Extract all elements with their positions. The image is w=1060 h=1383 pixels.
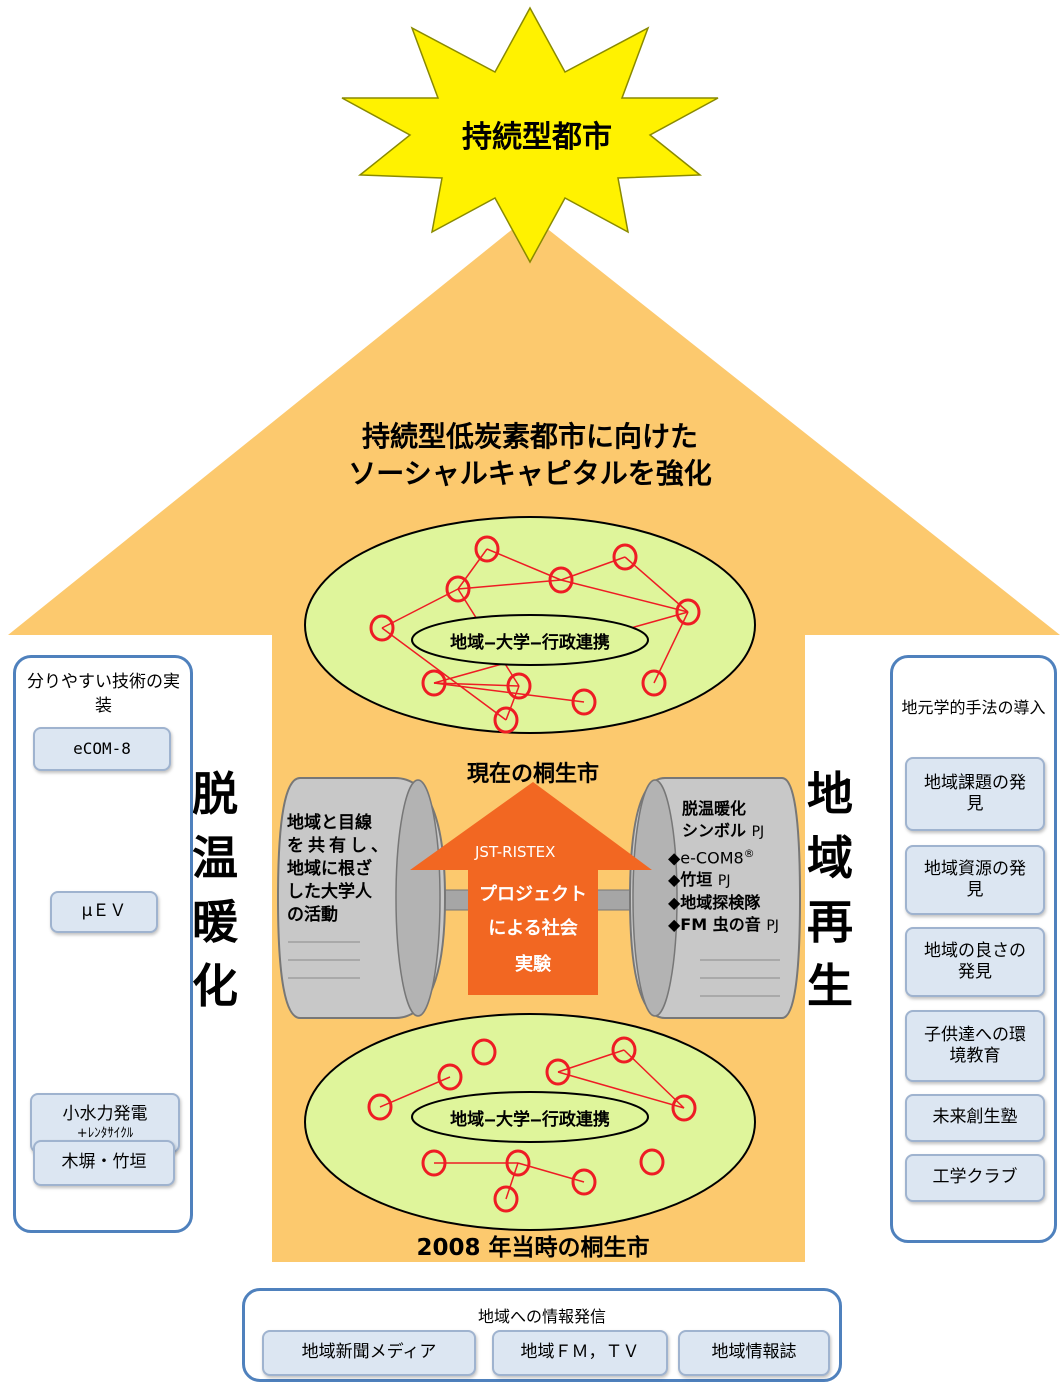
left-wheel-line: 地域に根ざ xyxy=(287,859,372,879)
bottom-network-edge xyxy=(623,1049,685,1109)
left-wheel-line: を共有し、 xyxy=(287,836,392,856)
top-network-node xyxy=(506,672,532,700)
left-wheel-line: の活動 xyxy=(287,905,338,925)
mu-ev-button[interactable]: μＥＶ xyxy=(50,891,158,933)
top-network-edge xyxy=(486,548,562,581)
center-up-arrow xyxy=(410,782,652,995)
right-vertical-label: 地 域 再 生 xyxy=(807,767,853,1013)
right-panel-title: 地元学的手法の導入 xyxy=(901,698,1046,717)
left-panel-title: 分りやすい技術の実装 xyxy=(27,672,180,716)
left-wheel-line: 地域と目線 xyxy=(287,813,372,833)
small-hydro-label: 小水力発電 xyxy=(62,1104,148,1125)
top-network-edge xyxy=(505,685,520,721)
top-network-node xyxy=(641,669,667,697)
bottom-network-inner-oval xyxy=(411,1091,649,1143)
right-wheel-item-pj: ® xyxy=(743,847,755,860)
top-network-edge xyxy=(624,556,689,613)
bottom-network-node xyxy=(611,1036,637,1064)
bottom-network-node xyxy=(505,1149,531,1177)
bottom-network-node xyxy=(493,1185,519,1213)
house-shape xyxy=(8,215,1060,1262)
top-network-node xyxy=(675,598,701,626)
bottom-network-edge xyxy=(557,1071,685,1109)
right-wheel-item-text: ◆地域探検隊 xyxy=(668,893,761,913)
top-network-node xyxy=(571,688,597,716)
top-network-node xyxy=(548,566,574,594)
bottom-network-node xyxy=(639,1148,665,1176)
right-wheel-item: ◆FM 虫の音 PJ xyxy=(668,914,779,937)
center-arrow-line: プロジェクト xyxy=(479,884,587,905)
bottom-network-caption: 2008 年当時の桐生市 xyxy=(416,1235,650,1261)
top-network-node xyxy=(369,614,395,642)
bottom-panel-title: 地域への情報発信 xyxy=(477,1307,606,1326)
left-vertical-label: 脱 温 暖 化 xyxy=(192,767,238,1013)
right-wheel-subtitle-pj: PJ xyxy=(751,824,765,840)
right-wheel-item: ◆竹垣 PJ xyxy=(668,869,779,892)
right-wheel-item: ◆e-COM8® xyxy=(668,843,779,869)
center-arrow-line: による社会 xyxy=(488,918,578,939)
top-network-node xyxy=(493,706,519,734)
bottom-network-node xyxy=(421,1149,447,1177)
center-arrow-top-label: JST-RISTEX xyxy=(475,843,556,861)
right-button-env-education[interactable]: 子供達への環境教育 xyxy=(905,1010,1045,1082)
right-wheel-item-text: ◆e-COM8 xyxy=(668,848,744,868)
right-wheel xyxy=(628,777,802,1019)
top-network-inner-oval xyxy=(411,614,649,666)
top-network-node xyxy=(445,575,471,603)
top-network-edge xyxy=(457,548,488,590)
bottom-network-edge xyxy=(505,1162,519,1200)
bottom-network-edge xyxy=(379,1076,451,1108)
top-network-edge xyxy=(560,579,689,613)
right-button-future-school[interactable]: 未来創生塾 xyxy=(905,1094,1045,1142)
bottom-button-newspaper[interactable]: 地域新聞メディア xyxy=(262,1330,476,1376)
right-wheel-title: 脱温暖化 xyxy=(682,799,747,818)
right-button-engineering-club[interactable]: 工学クラブ xyxy=(905,1154,1045,1202)
top-network-edge xyxy=(381,588,459,629)
rental-cycle-label: +ﾚﾝﾀｻｲｸﾙ xyxy=(76,1125,134,1141)
right-button-local-issues[interactable]: 地域課題の発見 xyxy=(905,757,1045,831)
top-network-node xyxy=(612,543,638,571)
right-wheel-item: ◆地域探検隊 xyxy=(668,892,779,914)
top-network-edge xyxy=(381,627,507,721)
bottom-network-node xyxy=(367,1093,393,1121)
star-label: 持続型都市 xyxy=(462,120,612,155)
bottom-button-fm-tv[interactable]: 地域ＦＭ，ＴＶ xyxy=(492,1330,668,1376)
bottom-network-node xyxy=(437,1063,463,1091)
top-network-caption: 現在の桐生市 xyxy=(466,762,599,787)
right-wheel-item-pj: PJ xyxy=(717,873,731,890)
bottom-network-node xyxy=(571,1168,597,1196)
right-button-local-goodness[interactable]: 地域の良さの発見 xyxy=(905,927,1045,997)
top-network-label: 地域‒大学‒行政連携 xyxy=(450,633,610,653)
right-wheel-item-pj: PJ xyxy=(766,918,779,935)
wooden-fence-button[interactable]: 木塀・竹垣 xyxy=(33,1140,175,1186)
bottom-network-node xyxy=(471,1038,497,1066)
right-wheel-item-text: ◆竹垣 xyxy=(668,870,713,890)
ecom8-button[interactable]: eCOM-8 xyxy=(33,727,171,771)
top-network-edge xyxy=(433,682,520,687)
bottom-button-magazine[interactable]: 地域情報誌 xyxy=(678,1330,830,1376)
top-network-edge xyxy=(457,579,562,590)
top-network-node xyxy=(474,535,500,563)
right-wheel-subtitle: シンボル PJ xyxy=(668,820,779,843)
right-wheel-subtitle-text: シンボル xyxy=(682,821,747,840)
roof-title-line1: 持続型低炭素都市に向けた xyxy=(361,420,698,453)
bottom-network-node xyxy=(671,1094,697,1122)
center-arrow-line: 実験 xyxy=(515,954,551,975)
top-network-nodes xyxy=(369,535,701,734)
right-wheel-text: 脱温暖化 シンボル PJ ◆e-COM8® ◆竹垣 PJ ◆地域探検隊 ◆FM … xyxy=(668,798,779,937)
top-network-node xyxy=(421,669,447,697)
left-wheel-text: 地域と目線 を共有し、 地域に根ざ した大学人 の活動 xyxy=(287,812,392,927)
roof-title-line2: ソーシャルキャピタルを強化 xyxy=(348,457,712,490)
left-wheel-line: した大学人 xyxy=(287,882,372,902)
bottom-network-label: 地域‒大学‒行政連携 xyxy=(450,1110,610,1130)
right-button-local-resources[interactable]: 地域資源の発見 xyxy=(905,845,1045,915)
bottom-network-node xyxy=(545,1058,571,1086)
star-burst xyxy=(341,6,719,264)
left-wheel xyxy=(276,777,447,1019)
right-wheel-item-text: ◆FM 虫の音 xyxy=(668,915,761,935)
bottom-network-nodes xyxy=(367,1036,697,1213)
